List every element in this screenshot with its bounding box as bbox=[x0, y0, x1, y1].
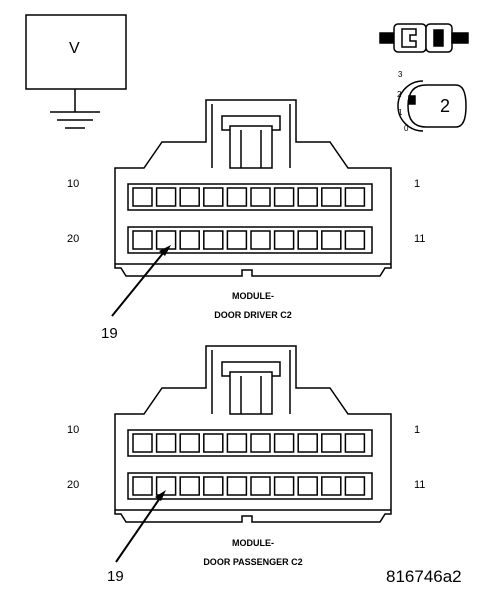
connector-door-passenger-c2-cavities bbox=[127, 429, 373, 500]
connector-door-driver-c2-cavities bbox=[127, 183, 373, 254]
callout-pin-number: 19 bbox=[101, 325, 118, 342]
pin-label-top-left: 10 bbox=[67, 424, 80, 436]
pin-cavity bbox=[273, 433, 295, 453]
pin-cavity bbox=[155, 230, 177, 250]
pin-cavity bbox=[203, 476, 224, 496]
pin-cavity bbox=[179, 230, 200, 250]
cavity-row bbox=[127, 226, 373, 254]
connector-caption-line-1: MODULE- bbox=[232, 291, 274, 301]
pin-cavity bbox=[203, 187, 224, 207]
pin-cavity bbox=[132, 476, 153, 496]
ignition-selected-position: 2 bbox=[440, 96, 451, 116]
ignition-key-icon bbox=[397, 80, 467, 132]
pin-cavity bbox=[250, 433, 271, 453]
pin-cavity bbox=[250, 476, 271, 496]
pin-cavity bbox=[179, 187, 200, 207]
pin-cavity bbox=[344, 433, 366, 453]
pin-label-bottom-left: 20 bbox=[67, 233, 80, 245]
callout-arrow bbox=[115, 490, 166, 563]
ignition-position-0: 0 bbox=[404, 124, 409, 133]
pin-cavity bbox=[226, 230, 248, 250]
pin-cavity bbox=[344, 187, 366, 207]
connector-caption-line-2: DOOR DRIVER C2 bbox=[214, 310, 292, 320]
pin-cavity bbox=[297, 230, 318, 250]
figure-id: 816746a2 bbox=[386, 567, 462, 586]
pin-cavity bbox=[273, 476, 295, 496]
pin-cavity bbox=[344, 476, 366, 496]
pin-label-top-right: 1 bbox=[414, 424, 421, 436]
connector-caption-line-2: DOOR PASSENGER C2 bbox=[203, 557, 303, 567]
pin-cavity bbox=[203, 230, 224, 250]
pin-label-bottom-left: 20 bbox=[67, 479, 80, 491]
pin-cavity bbox=[179, 433, 200, 453]
pin-cavity bbox=[297, 433, 318, 453]
back-probe-icon bbox=[379, 23, 469, 53]
ignition-position-3: 3 bbox=[398, 70, 403, 79]
pin-cavity bbox=[250, 230, 271, 250]
pin-cavity bbox=[226, 187, 248, 207]
pin-cavity bbox=[155, 476, 177, 496]
pin-cavity bbox=[344, 230, 366, 250]
cavity-row bbox=[127, 429, 373, 457]
pin-cavity bbox=[155, 187, 177, 207]
ignition-position-1: 1 bbox=[398, 108, 403, 117]
pin-cavity bbox=[203, 433, 224, 453]
meter-symbol-label: V bbox=[69, 40, 80, 57]
ignition-position-2: 2 bbox=[397, 90, 402, 99]
cavity-row bbox=[127, 183, 373, 211]
callout-arrow bbox=[111, 245, 171, 317]
pin-label-bottom-right: 11 bbox=[414, 479, 426, 491]
pin-cavity bbox=[297, 476, 318, 496]
pin-cavity bbox=[273, 230, 295, 250]
pin-cavity bbox=[132, 433, 153, 453]
pin-cavity bbox=[321, 476, 342, 496]
callout-pin-number: 19 bbox=[107, 568, 124, 585]
pin-cavity bbox=[321, 230, 342, 250]
pin-cavity bbox=[132, 230, 153, 250]
pin-cavity bbox=[226, 476, 248, 496]
cavity-row bbox=[127, 472, 373, 500]
voltmeter-symbol bbox=[25, 14, 127, 129]
pin-label-top-left: 10 bbox=[67, 178, 80, 190]
pin-cavity bbox=[179, 476, 200, 496]
pin-label-bottom-right: 11 bbox=[414, 233, 426, 245]
connector-caption-line-1: MODULE- bbox=[232, 538, 274, 548]
pin-label-top-right: 1 bbox=[414, 178, 421, 190]
pin-cavity bbox=[250, 187, 271, 207]
pin-cavity bbox=[226, 433, 248, 453]
pin-cavity bbox=[273, 187, 295, 207]
pin-cavity bbox=[297, 187, 318, 207]
pin-cavity bbox=[321, 187, 342, 207]
pin-cavity bbox=[132, 187, 153, 207]
pin-cavity bbox=[321, 433, 342, 453]
pin-cavity bbox=[155, 433, 177, 453]
